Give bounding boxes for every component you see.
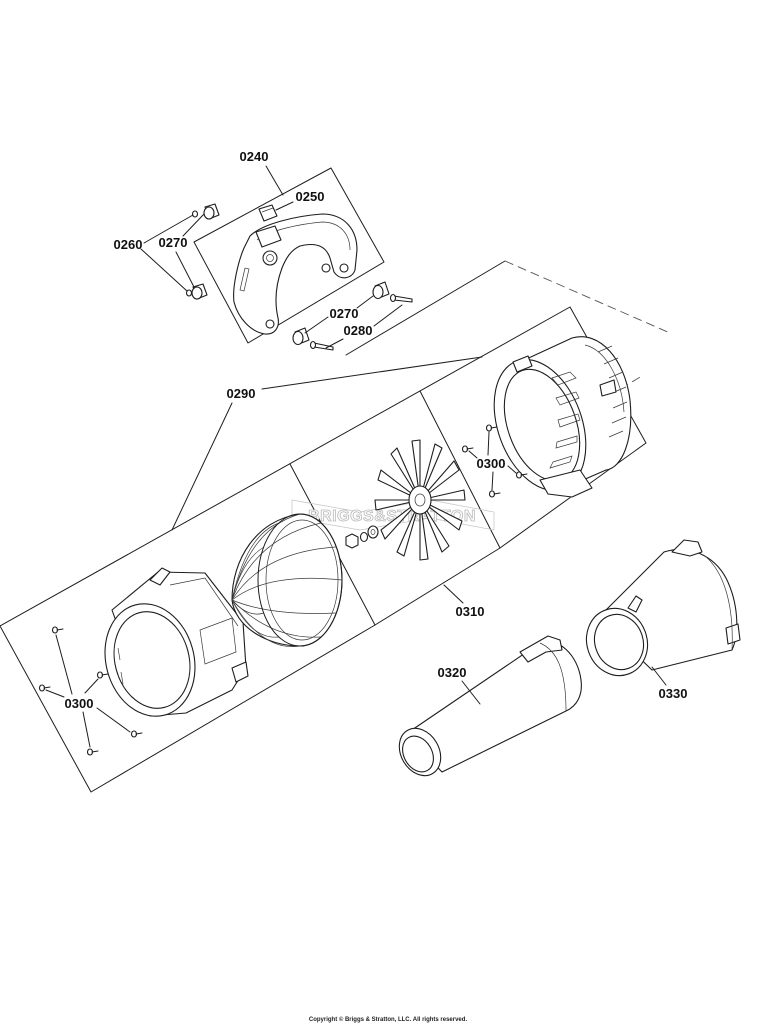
handle-group-frame (193, 167, 385, 344)
screw (461, 445, 474, 453)
grille-rim (257, 513, 343, 647)
shroud-tab (149, 567, 171, 586)
leader-line (304, 316, 329, 334)
leader-line (275, 201, 294, 211)
leader-line (265, 165, 284, 196)
bolt (389, 293, 413, 303)
spacer (372, 281, 390, 300)
screw (51, 626, 64, 634)
impeller-hub (408, 485, 432, 515)
screw (38, 684, 51, 692)
cone-tab (627, 595, 643, 613)
screw (515, 471, 528, 479)
bolt (309, 340, 334, 351)
callout-0260: 0260 (114, 237, 143, 252)
leader-line (140, 248, 188, 292)
handle-slot (239, 267, 250, 292)
leader-line (171, 402, 233, 531)
impeller-bolt (345, 525, 379, 549)
screw (191, 210, 199, 218)
leader-line (261, 356, 483, 390)
callout-0300: 0300 (477, 456, 506, 471)
leader-line (373, 304, 403, 327)
leader-line (82, 711, 91, 748)
copyright-notice: Copyright © Briggs & Stratton, LLC. All … (309, 1016, 468, 1023)
leader-line (325, 338, 344, 349)
callout-0280: 0280 (344, 323, 373, 338)
nozzle-tube (398, 635, 582, 777)
leader-line (143, 214, 194, 244)
screw (185, 289, 193, 297)
leader-line (45, 689, 65, 698)
handle-group (140, 165, 413, 351)
nozzle-clip (519, 635, 563, 663)
screw (86, 748, 99, 756)
spacer (203, 203, 220, 220)
nozzle-cone (585, 539, 741, 686)
fan-housing (493, 336, 632, 498)
cone-tab (725, 623, 741, 645)
housing-bracket (539, 469, 593, 498)
leader-line (461, 680, 481, 705)
housing-tab (512, 355, 533, 373)
grille-dome (231, 513, 343, 647)
assembly-line (345, 260, 506, 356)
switch (262, 250, 278, 266)
callout-0240: 0240 (240, 149, 269, 164)
housing-group: BRIGGS&STRATTON (0, 306, 647, 793)
leader-line (356, 295, 374, 309)
housing-tab (599, 379, 617, 397)
leader-line (96, 707, 131, 733)
spacer (191, 283, 208, 300)
callout-0270: 0270 (330, 306, 359, 321)
screw (485, 424, 498, 432)
leader-line (84, 678, 99, 694)
leader-line (175, 251, 195, 288)
callout-0320: 0320 (438, 665, 467, 680)
clip (258, 204, 278, 222)
mount-hole (339, 263, 349, 273)
callout-0250: 0250 (296, 189, 325, 204)
callout-0270: 0270 (159, 235, 188, 250)
callout-0310: 0310 (456, 604, 485, 619)
screw (488, 490, 501, 498)
cone-tab (671, 539, 703, 557)
mount-hole (265, 319, 275, 329)
leader-line (491, 471, 494, 491)
section-divider (419, 390, 501, 549)
assembly-line (504, 260, 671, 334)
callout-0330: 0330 (659, 686, 688, 701)
shroud-tab (231, 661, 249, 683)
leader-line (507, 465, 517, 474)
leader-line (487, 431, 490, 456)
leader-line (468, 450, 478, 459)
leader-line (55, 634, 73, 695)
callout-0290: 0290 (227, 386, 256, 401)
leader-line (651, 666, 667, 686)
mount-hole (321, 263, 331, 273)
screw (96, 671, 109, 679)
leader-line (443, 584, 464, 604)
leader-line (182, 213, 205, 237)
screw (130, 730, 143, 738)
callout-0300: 0300 (65, 696, 94, 711)
shroud (104, 567, 249, 717)
trigger-pad (255, 225, 282, 248)
spacer (292, 327, 310, 346)
impeller (374, 439, 466, 561)
